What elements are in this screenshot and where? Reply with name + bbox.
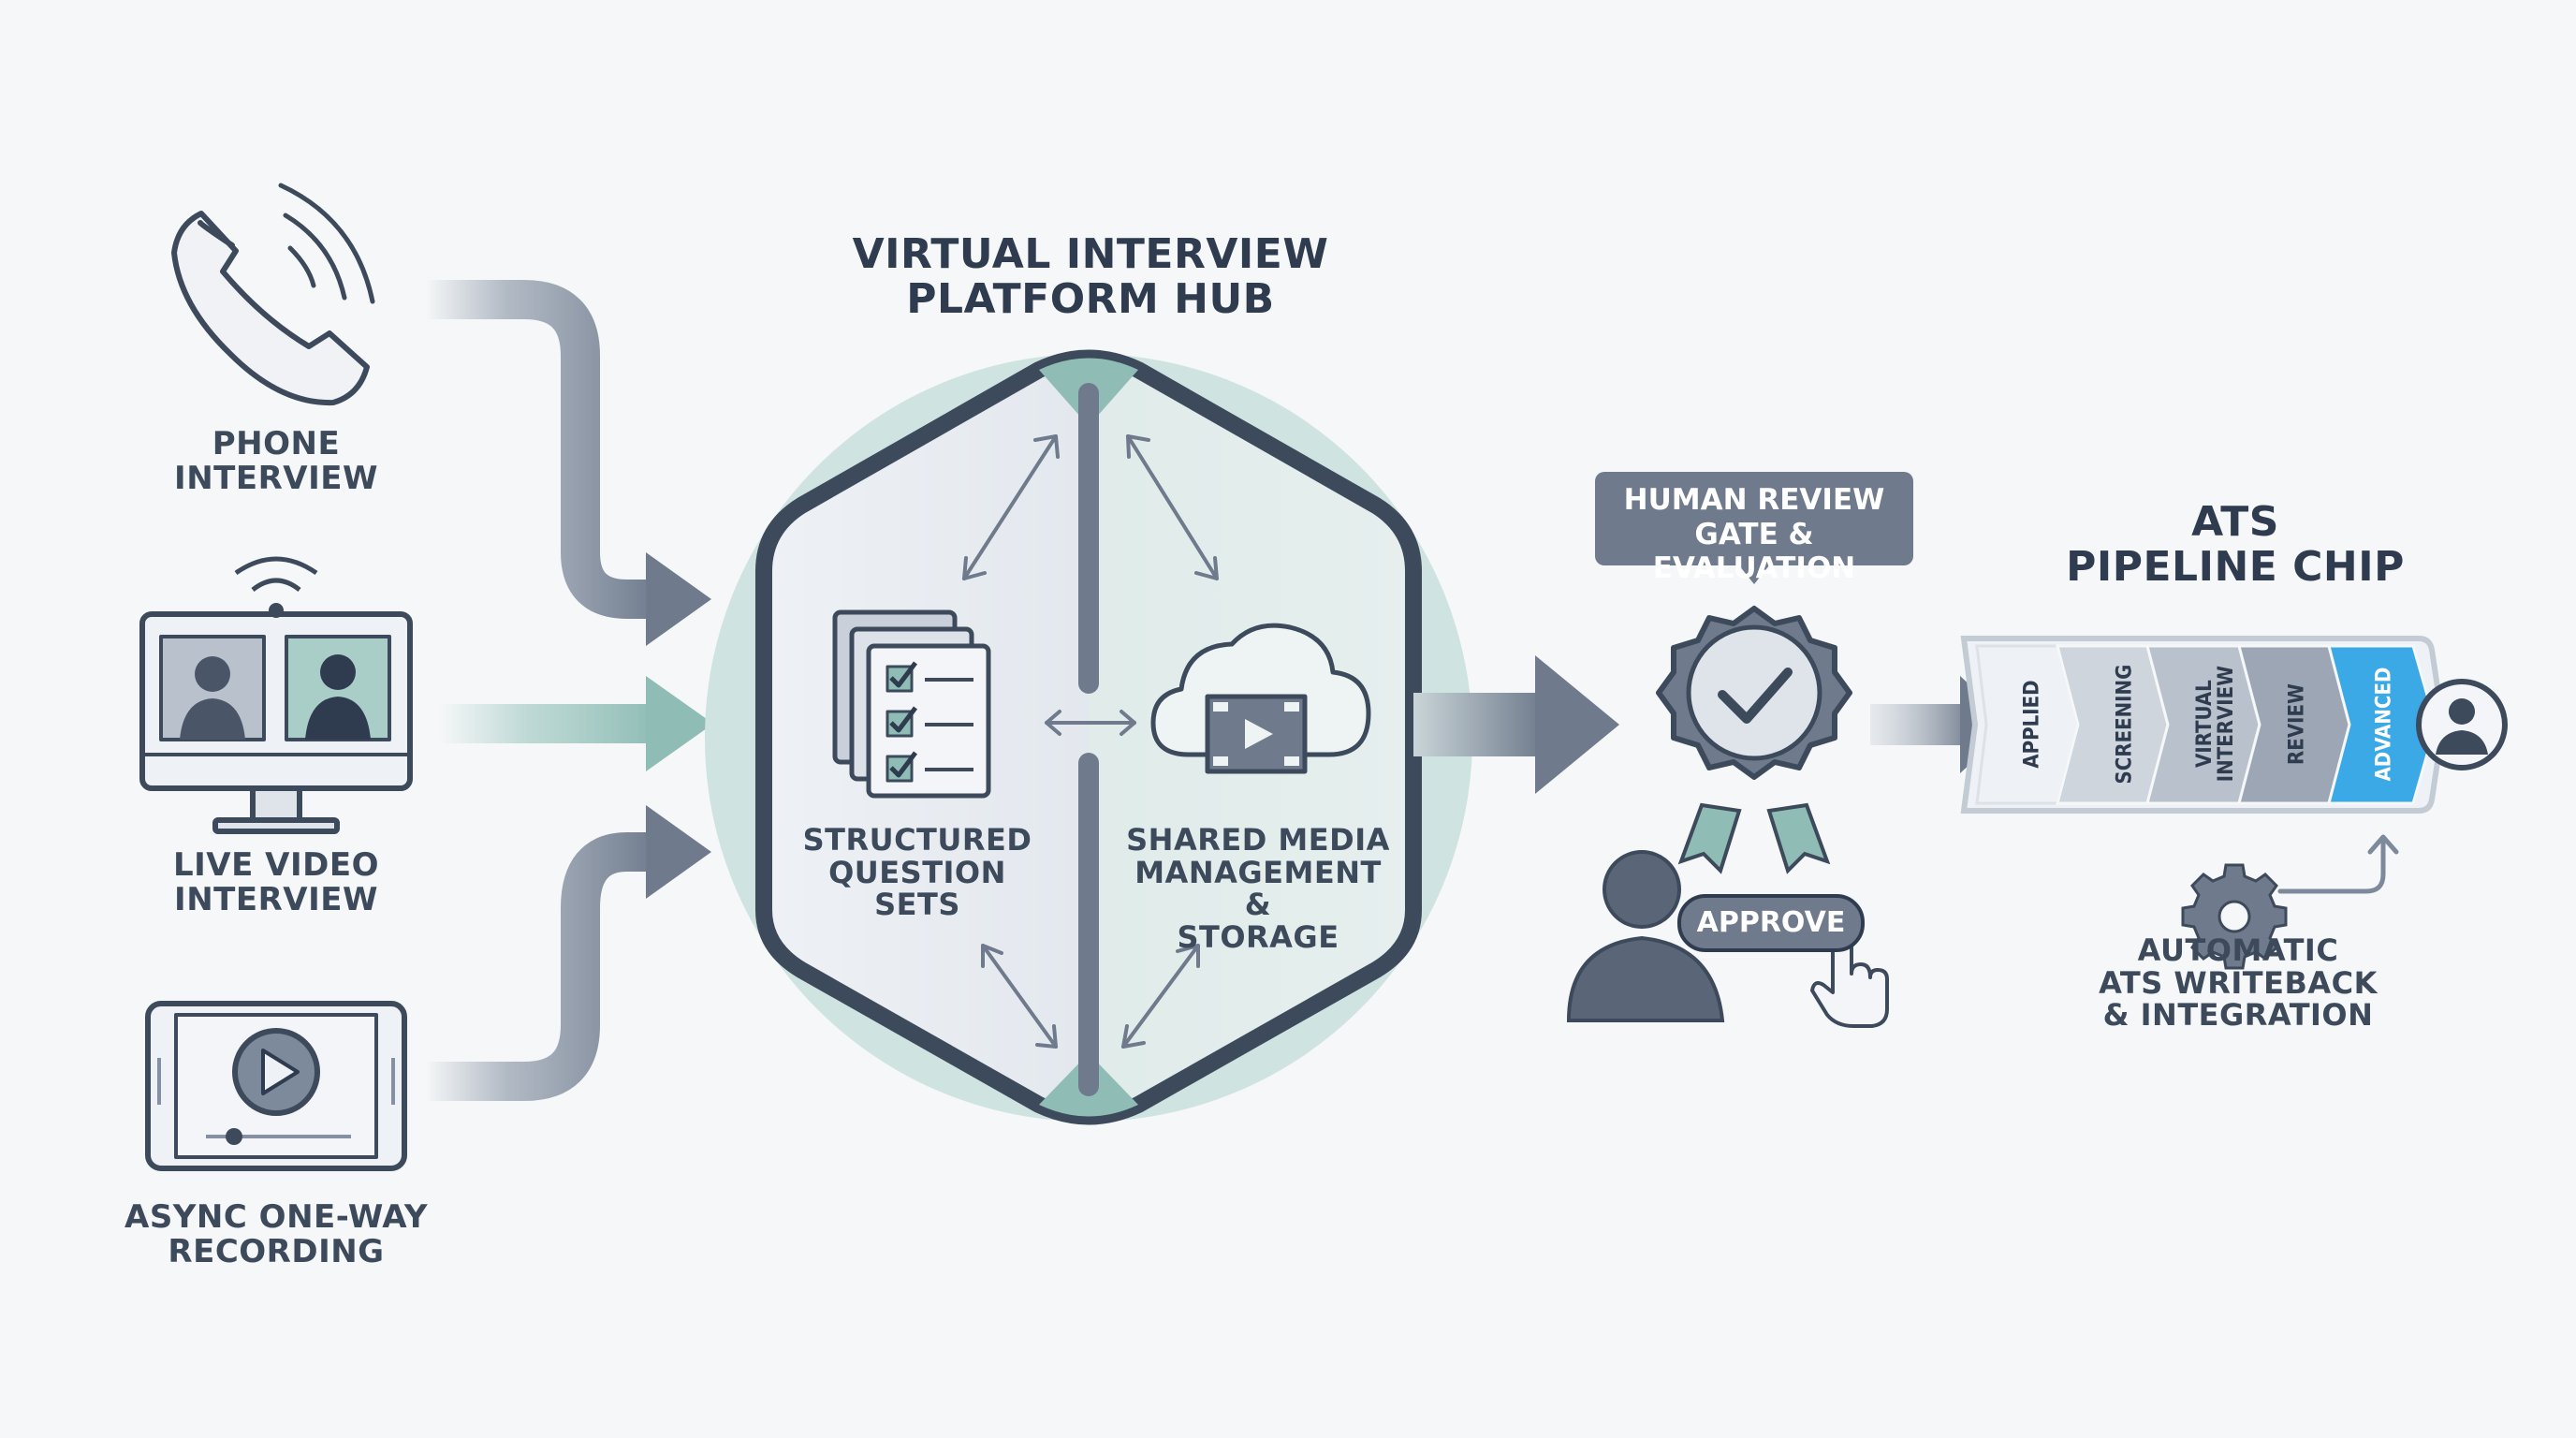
writeback-line2: ATS WRITEBACK bbox=[2099, 964, 2378, 1001]
tablet-play-icon bbox=[145, 1001, 407, 1171]
live-input-arrow bbox=[440, 676, 713, 771]
review-callout-pointer bbox=[1739, 565, 1769, 584]
phone-label-line2: INTERVIEW bbox=[174, 459, 378, 497]
stage-virtual-text: VIRTUAL bbox=[2192, 680, 2217, 768]
media-storage-line3: STORAGE bbox=[1177, 918, 1339, 955]
stage-applied: APPLIED bbox=[2020, 668, 2044, 781]
stage-interview-text: INTERVIEW bbox=[2215, 665, 2238, 783]
stage-advanced-text: ADVANCED bbox=[2372, 667, 2396, 782]
question-sets-line1: STRUCTURED bbox=[802, 822, 1032, 858]
async-label-line2: RECORDING bbox=[168, 1232, 385, 1270]
writeback-arrow bbox=[2277, 834, 2399, 894]
phone-label-line1: PHONE bbox=[212, 425, 341, 462]
question-sets-line2: QUESTION bbox=[828, 854, 1006, 890]
stage-screening: SCREENING bbox=[2113, 659, 2137, 790]
async-recording-label: ASYNC ONE-WAY RECORDING bbox=[117, 1200, 435, 1269]
stage-virtual-interview: VIRTUAL INTERVIEW bbox=[2192, 658, 2238, 789]
cloud-media-icon bbox=[1150, 623, 1371, 774]
approve-button[interactable]: APPROVE bbox=[1677, 894, 1865, 952]
question-sets-label: STRUCTURED QUESTION SETS bbox=[777, 824, 1058, 921]
human-review-callout: HUMAN REVIEW GATE & EVALUATION bbox=[1595, 472, 1913, 585]
media-storage-line1: SHARED MEDIA bbox=[1126, 822, 1390, 858]
media-storage-label: SHARED MEDIA MANAGEMENT & STORAGE bbox=[1118, 824, 1398, 953]
hub-title-line1: VIRTUAL INTERVIEW bbox=[852, 230, 1329, 278]
hub-title: VIRTUAL INTERVIEW PLATFORM HUB bbox=[828, 232, 1353, 321]
stage-screening-text: SCREENING bbox=[2113, 664, 2137, 785]
live-label-line2: INTERVIEW bbox=[174, 880, 378, 918]
hub-flow-arrows bbox=[962, 434, 1219, 1049]
stage-applied-text: APPLIED bbox=[2020, 680, 2044, 769]
ats-chip-title: ATS PIPELINE CHIP bbox=[2029, 500, 2441, 589]
ats-title-line2: PIPELINE CHIP bbox=[2066, 542, 2405, 591]
review-line1: HUMAN REVIEW bbox=[1623, 483, 1885, 517]
phone-input-arrow bbox=[426, 280, 711, 646]
approval-badge-icon bbox=[1656, 606, 1852, 874]
hub-title-line2: PLATFORM HUB bbox=[906, 274, 1275, 323]
async-input-arrow bbox=[426, 805, 711, 1101]
live-label-line1: LIVE VIDEO bbox=[172, 846, 379, 884]
live-video-label: LIVE VIDEO INTERVIEW bbox=[117, 848, 435, 917]
writeback-line3: & INTEGRATION bbox=[2102, 997, 2374, 1034]
candidate-avatar-icon bbox=[2416, 679, 2508, 770]
question-sets-line3: SETS bbox=[874, 887, 960, 923]
stage-review-text: REVIEW bbox=[2285, 683, 2309, 765]
gear-icon bbox=[2181, 863, 2288, 970]
video-monitor-icon bbox=[139, 556, 413, 834]
reviewer-avatar-icon bbox=[1566, 850, 1725, 1022]
ats-title-line1: ATS bbox=[2191, 498, 2279, 546]
ats-pipeline-chip bbox=[1960, 636, 2447, 814]
checklist-icon bbox=[832, 609, 991, 799]
phone-icon bbox=[171, 183, 375, 406]
review-line2: GATE & EVALUATION bbox=[1652, 517, 1856, 586]
stage-advanced: ADVANCED bbox=[2372, 664, 2396, 785]
writeback-line1: AUTOMATIC bbox=[2137, 932, 2339, 968]
stage-review: REVIEW bbox=[2285, 673, 2309, 776]
media-storage-line2: MANAGEMENT & bbox=[1134, 854, 1382, 923]
hub-output-arrow bbox=[1413, 655, 1619, 794]
ats-writeback-label: AUTOMATIC ATS WRITEBACK & INTEGRATION bbox=[2084, 934, 2393, 1032]
phone-interview-label: PHONE INTERVIEW bbox=[117, 427, 435, 495]
async-label-line1: ASYNC ONE-WAY bbox=[124, 1198, 428, 1236]
